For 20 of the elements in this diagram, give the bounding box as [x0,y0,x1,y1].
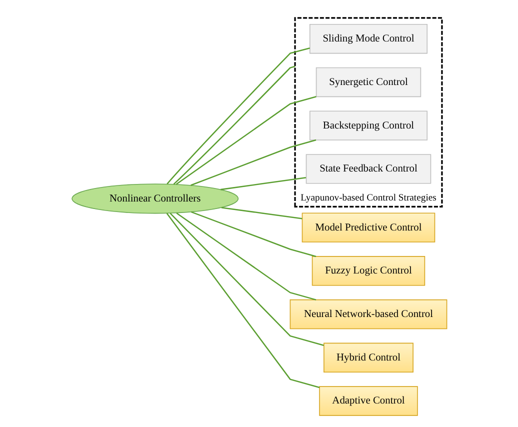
connector [175,96,316,185]
node-ellipse: Nonlinear Controllers [71,184,238,214]
node-box: Adaptive Control [318,386,418,416]
connector [176,212,316,300]
connector [166,47,310,184]
node-box: Neural Network-based Control [289,299,447,330]
connector [190,211,316,258]
connector [166,213,320,388]
node-box: Backstepping Control [308,110,428,140]
connector [169,212,324,346]
node-box: Synergetic Control [315,67,421,98]
connector [220,206,302,220]
connector [172,66,295,185]
node-box: Model Predictive Control [301,212,435,242]
node-box: Hybrid Control [323,342,413,372]
connector [190,139,316,186]
node-box: State Feedback Control [305,154,431,184]
connector [220,176,306,190]
node-box: Sliding Mode Control [308,24,428,54]
node-box: Fuzzy Logic Control [311,256,425,286]
